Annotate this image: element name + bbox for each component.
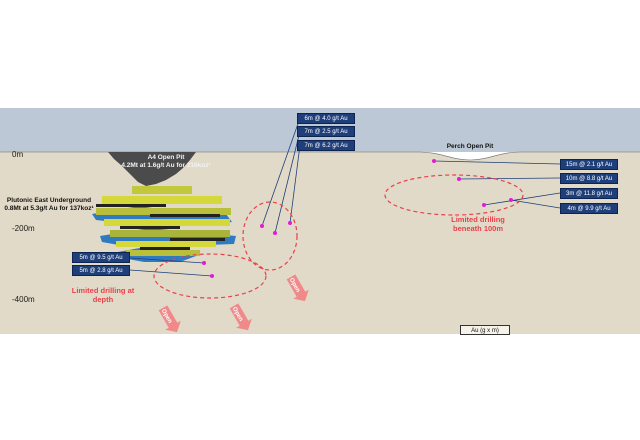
target-zone-west-shallow — [242, 201, 298, 271]
underground-label: Plutonic East Underground 0.8Mt at 5.3g/… — [0, 197, 98, 213]
underground-label-line1: Plutonic East Underground — [6, 197, 92, 204]
target-zone-east — [384, 174, 524, 216]
limited-shallow-line1: Limited drilling — [451, 215, 505, 224]
a4-pit-label-line1: A4 Open Pit — [147, 154, 185, 161]
drill-intercepts — [202, 159, 513, 278]
target-zone-depth — [153, 253, 267, 299]
callout-west-2: 7m @ 2.5 g/t Au — [297, 126, 355, 137]
limited-depth-line1: Limited drilling at — [71, 286, 135, 295]
callout-west-1: 6m @ 4.0 g/t Au — [297, 113, 355, 124]
limited-drilling-shallow-label: Limited drilling beneath 100m — [438, 215, 518, 234]
a4-open-pit — [108, 152, 196, 186]
a4-pit-label-line2: 4.2Mt at 1.6g/t Au for 216koz¹ — [121, 162, 211, 170]
callout-west-3: 7m @ 6.2 g/t Au — [297, 140, 355, 151]
callout-east-3: 3m @ 11.8 g/t Au — [560, 188, 618, 199]
perch-pit-label: Perch Open Pit — [446, 143, 494, 150]
depth-label-0m: 0m — [12, 150, 24, 159]
underground-workings — [92, 186, 236, 262]
callout-west-5: 5m @ 2.8 g/t Au — [72, 265, 130, 276]
callout-east-1: 15m @ 2.1 g/t Au — [560, 159, 618, 170]
ground-section — [0, 152, 640, 334]
a4-pit-label: A4 Open Pit 4.2Mt at 1.6g/t Au for 216ko… — [108, 154, 224, 170]
callout-east-4: 4m @ 9.9 g/t Au — [560, 203, 618, 214]
underground-label-line2: 0.8Mt at 5.3g/t Au for 137koz¹ — [4, 205, 94, 213]
depth-label-400m: -400m — [12, 295, 35, 304]
limited-depth-line2: depth — [92, 295, 114, 305]
callout-east-2: 10m @ 8.8 g/t Au — [560, 173, 618, 184]
limited-shallow-line2: beneath 100m — [452, 224, 504, 234]
depth-label-200m: -200m — [12, 224, 35, 233]
callout-west-4: 5m @ 9.5 g/t Au — [72, 252, 130, 263]
limited-drilling-depth-label: Limited drilling at depth — [58, 286, 148, 305]
legend-au: Au (g x m) — [460, 325, 510, 335]
surface-line — [0, 151, 640, 161]
